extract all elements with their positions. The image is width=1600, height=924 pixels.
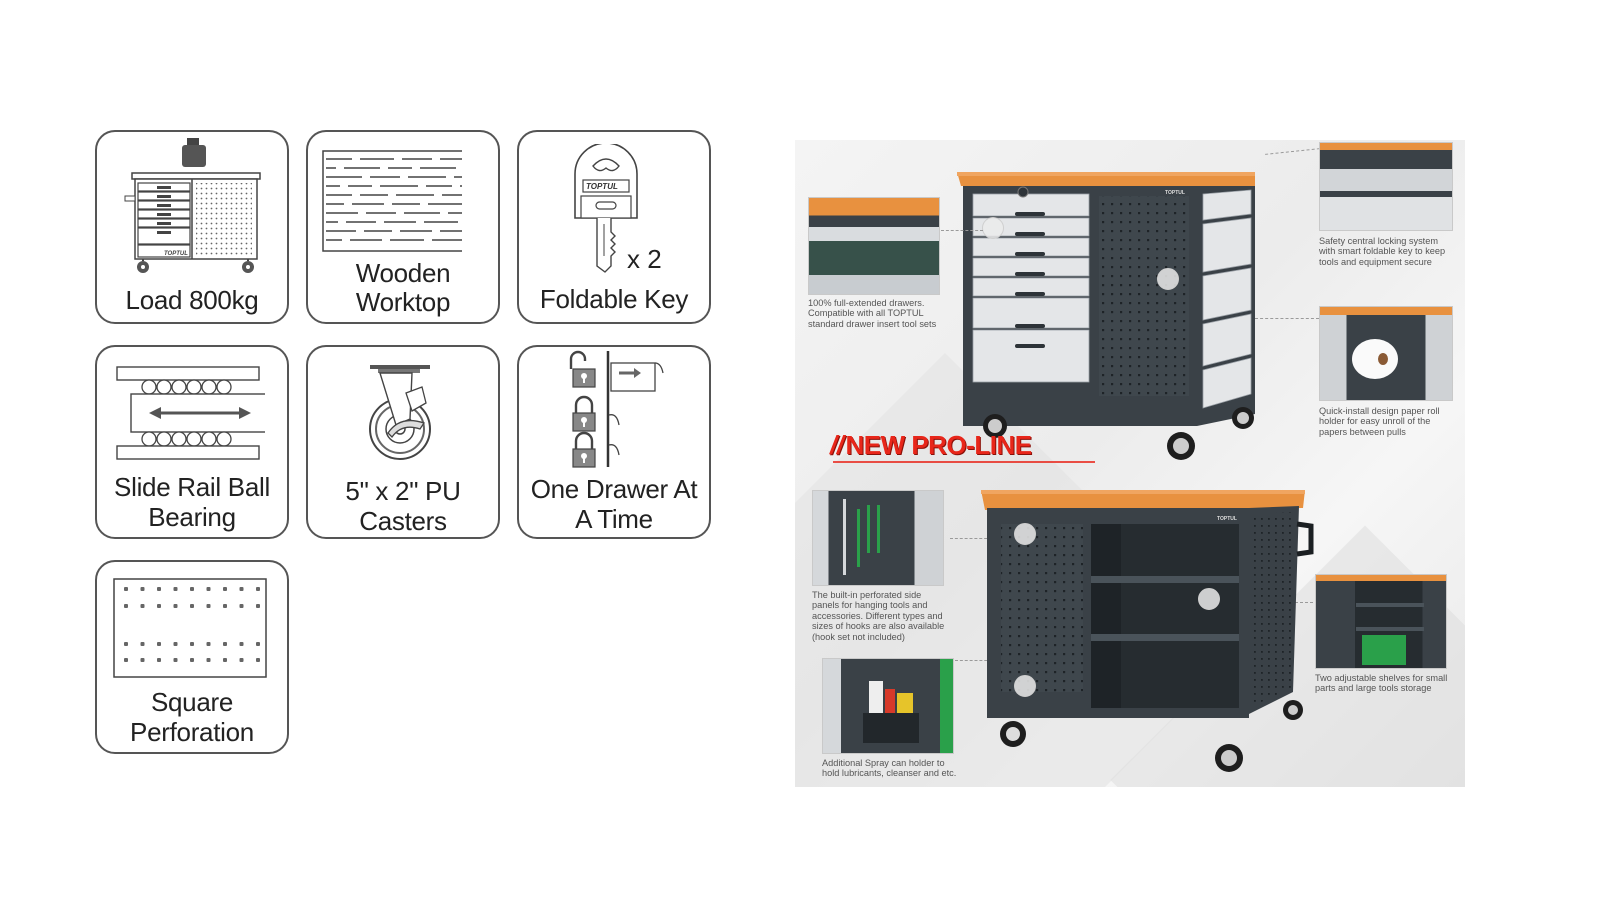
feature-label-line-2: Bearing: [148, 502, 236, 532]
svg-text:TOPTUL: TOPTUL: [1217, 516, 1237, 522]
leader-line: [955, 660, 997, 661]
feature-card-perforation: Square Perforation: [95, 560, 289, 754]
promo-underline: [833, 461, 1095, 463]
feature-label: Foldable Key: [539, 284, 689, 314]
caption-shelves: Two adjustable shelves for small parts a…: [1315, 673, 1448, 694]
svg-text:TOPTUL: TOPTUL: [1165, 190, 1185, 196]
feature-card-key: TOPTUL x 2 Foldable Key: [517, 130, 711, 324]
feature-label-line-2: A Time: [575, 504, 653, 534]
feature-label-line-1: Slide Rail Ball: [114, 472, 270, 502]
thumbnail-extended-drawer: [808, 197, 940, 295]
callout-marker: [1014, 523, 1036, 545]
wood-plank-icon: [322, 150, 462, 252]
perforated-panel-icon: [113, 578, 267, 678]
feature-label-line-2: Perforation: [130, 717, 254, 747]
caption-spray-holder: Additional Spray can holder to hold lubr…: [822, 758, 957, 779]
svg-text:TOPTUL: TOPTUL: [164, 251, 188, 257]
tool-cart-with-weight-icon: TOPTUL: [124, 138, 261, 273]
feature-icon-grid: TOPTUL Load 800kg: [95, 130, 715, 760]
padlock-drawer-icon: [569, 350, 664, 468]
thumbnail-central-lock: [1319, 142, 1453, 231]
caption-locking: Safety central locking system with smart…: [1319, 236, 1446, 267]
feature-label-line-2: Worktop: [355, 287, 451, 317]
feature-card-drawer-lock: One Drawer At A Time: [517, 345, 711, 539]
tool-cabinet-shelves-image: TOPTUL: [981, 490, 1314, 772]
feature-card-worktop: Wooden Worktop: [306, 130, 500, 324]
tool-cabinet-drawers-image: TOPTUL: [957, 172, 1255, 460]
callout-marker: [1198, 588, 1220, 610]
ball-bearing-rail-icon: [116, 366, 265, 460]
feature-label: Load 800kg: [125, 285, 259, 315]
svg-text:TOPTUL: TOPTUL: [586, 182, 618, 191]
leader-line: [1255, 318, 1319, 319]
feature-label-line-2: Casters: [359, 506, 447, 536]
feature-card-slide-rail: Slide Rail Ball Bearing: [95, 345, 289, 539]
leader-line: [1265, 148, 1320, 155]
callout-marker: [982, 217, 1004, 239]
leader-line: [941, 230, 983, 231]
promo-mark-icon: //: [830, 430, 844, 460]
key-icon: TOPTUL: [574, 144, 638, 273]
leader-line: [950, 538, 992, 539]
feature-card-load: TOPTUL Load 800kg: [95, 130, 289, 324]
feature-label-line-1: 5" x 2" PU: [345, 476, 461, 506]
feature-card-casters: 5" x 2" PU Casters: [306, 345, 500, 539]
caption-paper-roll: Quick-install design paper roll holder f…: [1319, 406, 1440, 437]
callout-marker: [1014, 675, 1036, 697]
thumbnail-adjustable-shelves: [1315, 574, 1447, 669]
feature-label-line-1: Square: [150, 687, 234, 717]
key-quantity: x 2: [627, 244, 662, 274]
caption-side-panels: The built-in perforated side panels for …: [812, 590, 945, 642]
feature-label-line-1: Wooden: [355, 258, 451, 288]
promo-title: //NEW PRO-LINE: [830, 430, 1032, 460]
callout-marker: [1157, 268, 1179, 290]
thumbnail-paper-roll-holder: [1319, 306, 1453, 401]
caption-drawers: 100% full-extended drawers. Compatible w…: [808, 298, 937, 329]
thumbnail-spray-can-holder: [822, 658, 954, 754]
caster-wheel-icon: [369, 365, 431, 460]
feature-label-line-1: One Drawer At: [530, 474, 698, 504]
product-showcase-panel: TOPTUL 100% full-extended drawers. Compa…: [795, 140, 1465, 787]
thumbnail-perforated-side-panel: [812, 490, 944, 586]
